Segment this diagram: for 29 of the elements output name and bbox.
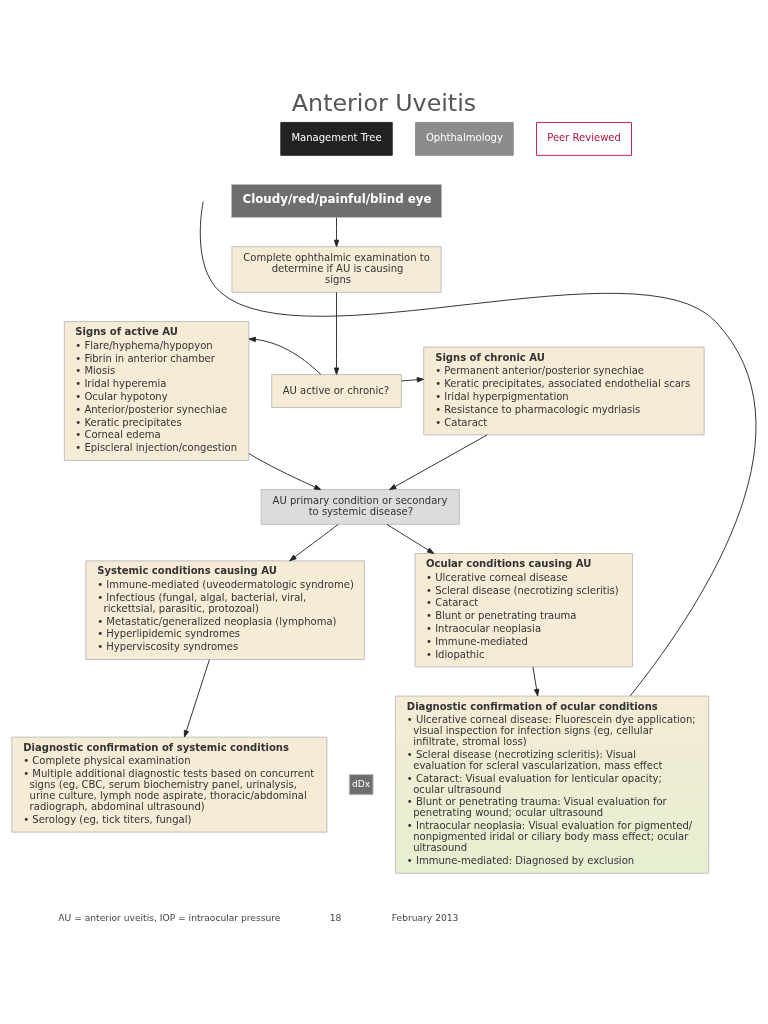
label: Management Tree xyxy=(291,132,382,144)
node-box: Signs of active AU • Flare/hyphema/hypopyon • Fibrin in anterior chamber • Miosis • Iridal hyperemia • Ocular hypotony • Anterior/posterior synechiae • Keratic precipitates • Corneal edema • Episcleral injection/congestion xyxy=(63,321,250,461)
node-box: AU primary condition or secondary to systemic disease? xyxy=(260,489,460,525)
arrow xyxy=(183,659,210,738)
arrow xyxy=(333,291,340,375)
arrow xyxy=(532,666,540,697)
node-box: Signs of chronic AU • Permanent anterior/posterior synechiae • Keratic precipitates, associated endothelial scars • Iridal hyperpigmentation • Resistance to pharmacologic mydriasis • Cataract xyxy=(423,346,705,436)
arrow xyxy=(248,453,322,491)
arrow xyxy=(389,434,488,491)
node-box: Diagnostic confirmation of ocular conditions • Ulcerative corneal disease: Fluorescein dye application; visual inspection for infection signs (eg, cellular infiltrate, stromal loss) • Scleral disease (necrotizing scleritis): Visual evaluation for scleral vascularization, mass effect • Cataract: Visual evaluation for lenticular opacity; ocular ultrasound • Blunt or penetrating trauma: Visual evaluation for penetrating wound; ocular ultrasound • Intraocular neoplasia: Visual evaluation for pigmented/ nonpigmented iridal or ciliary body mass effect; ocular ultrasound • Immune-mediated: Diagnosed by exclusion xyxy=(395,695,710,874)
arrow xyxy=(386,523,435,554)
node-box: Diagnostic confirmation of systemic conditions • Complete physical examination • Multiple additional diagnostic tests based on concurrent signs (eg, CBC, serum biochemistry panel, urinalysis, urine culture, lymph node aspirate, thoracic/abdominal radiograph, abdominal ultrasound) • Serology (eg, tick titers, fungal) xyxy=(11,736,328,833)
label: Ophthalmology xyxy=(425,132,503,144)
label: AU = anterior uveitis, IOP = intraocular pressure xyxy=(58,913,281,924)
diagram-title: Anterior Uveitis xyxy=(291,89,477,118)
arrow xyxy=(400,377,425,383)
node-box: Ocular conditions causing AU • Ulcerative corneal disease • Scleral disease (necrotizing scleritis) • Cataract • Blunt or penetrating trauma • Intraocular neoplasia • Immune-mediated • Idiopathic xyxy=(414,553,633,668)
arrow xyxy=(289,523,339,562)
node-box: Complete ophthalmic examination to determine if AU is causing signs xyxy=(231,246,442,293)
node-box: Systemic conditions causing AU • Immune-mediated (uveodermatologic syndrome) • Infectious (fungal, algal, bacterial, viral, rickettsial, parasitic, protozoal) • Metastatic/generalized neoplasia (lymphoma) • Hyperlipidemic syndromes • Hyperviscosity syndromes xyxy=(85,560,365,660)
arrow xyxy=(248,336,322,375)
connector xyxy=(199,201,756,697)
label: 18 xyxy=(329,913,342,924)
label: Peer Reviewed xyxy=(547,132,621,144)
label: February 2013 xyxy=(391,913,459,924)
node-label: dDx xyxy=(352,778,371,789)
node-box: AU active or chronic? xyxy=(271,374,402,408)
node-box: Cloudy/red/painful/blind eye xyxy=(231,184,442,218)
arrow xyxy=(333,217,340,248)
